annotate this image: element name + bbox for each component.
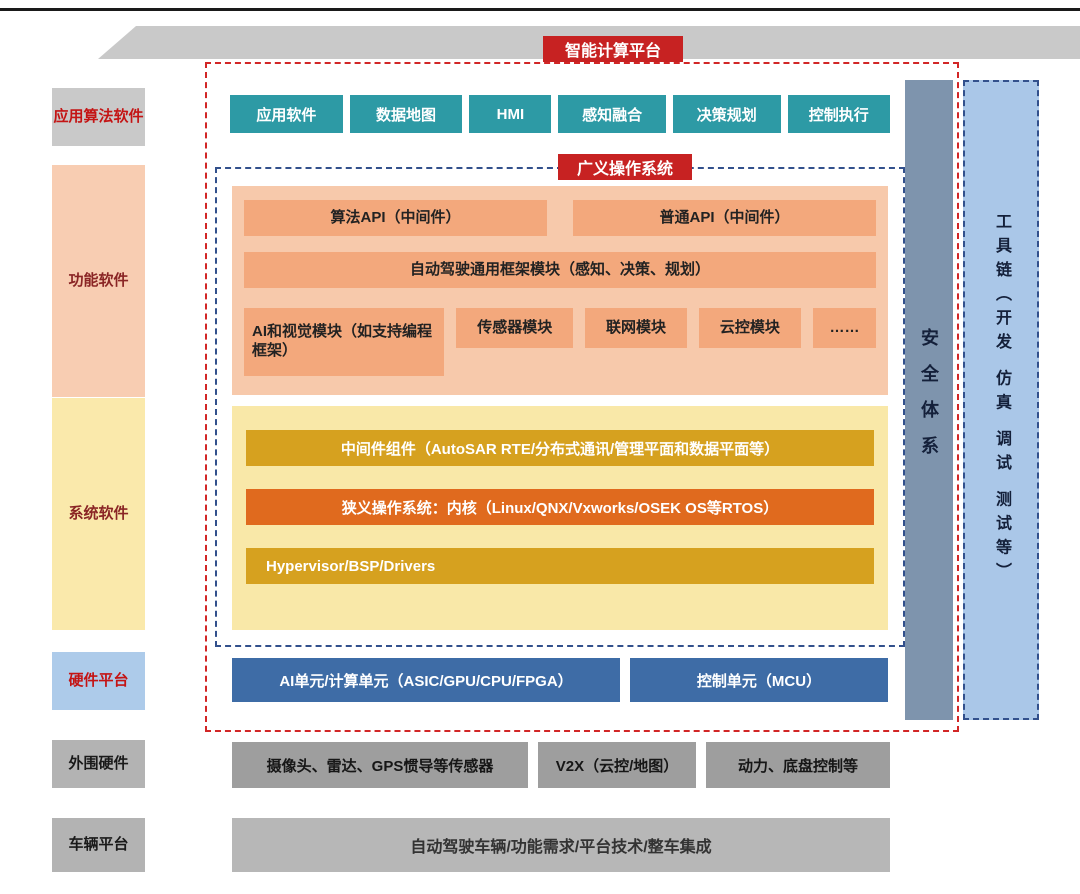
ai-vision-module-box: AI和视觉模块（如支持编程框架） <box>244 308 445 376</box>
middleware-components-bar: 中间件组件（AutoSAR RTE/分布式通讯/管理平面和数据平面等） <box>246 430 874 466</box>
control-execution-box: 控制执行 <box>787 95 890 133</box>
platform-title: 智能计算平台 <box>543 36 683 62</box>
layer-label-functional-software: 功能软件 <box>52 165 145 397</box>
hardware-row: AI单元/计算单元（ASIC/GPU/CPU/FPGA） 控制单元（MCU） <box>232 658 888 702</box>
functional-software-panel: 算法API（中间件） 普通API（中间件） 自动驾驶通用框架模块（感知、决策、规… <box>232 186 888 395</box>
cloud-control-module-box: 云控模块 <box>698 308 801 348</box>
security-system-column: 安全体系 <box>905 80 953 720</box>
application-software-row: 应用软件 数据地图 HMI 感知融合 决策规划 控制执行 <box>230 95 890 133</box>
layer-label-application-algorithm-software: 应用算法软件 <box>52 88 145 146</box>
layer-label-hardware-platform: 硬件平台 <box>52 652 145 710</box>
algorithm-api-box: 算法API（中间件） <box>244 200 547 236</box>
modules-row: AI和视觉模块（如支持编程框架） 传感器模块 联网模块 云控模块 …… <box>244 308 877 376</box>
perception-fusion-box: 感知融合 <box>558 95 666 133</box>
top-rule <box>0 8 1080 11</box>
sensors-box: 摄像头、雷达、GPS惯导等传感器 <box>232 742 528 788</box>
vehicle-platform-box: 自动驾驶车辆/功能需求/平台技术/整车集成 <box>232 818 890 872</box>
layer-label-peripheral-hardware: 外围硬件 <box>52 740 145 788</box>
autonomous-framework-box: 自动驾驶通用框架模块（感知、决策、规划） <box>244 252 876 288</box>
generalized-os-title: 广义操作系统 <box>558 154 692 180</box>
control-unit-mcu-box: 控制单元（MCU） <box>630 658 888 702</box>
power-chassis-box: 动力、底盘控制等 <box>706 742 890 788</box>
sensor-module-box: 传感器模块 <box>456 308 573 348</box>
app-software-box: 应用软件 <box>230 95 343 133</box>
v2x-box: V2X（云控/地图） <box>538 742 696 788</box>
hmi-box: HMI <box>469 95 552 133</box>
more-modules-ellipsis: …… <box>812 308 877 348</box>
network-module-box: 联网模块 <box>585 308 687 348</box>
intelligent-platform-boundary <box>205 62 959 732</box>
system-software-panel: 中间件组件（AutoSAR RTE/分布式通讯/管理平面和数据平面等） 狭义操作… <box>232 406 888 630</box>
toolchain-column: 工具链（开发 仿真 调试 测试等） <box>963 80 1039 720</box>
layer-label-vehicle-platform: 车辆平台 <box>52 818 145 872</box>
layer-label-system-software: 系统软件 <box>52 398 145 630</box>
data-map-box: 数据地图 <box>349 95 463 133</box>
hypervisor-bsp-drivers-bar: Hypervisor/BSP/Drivers <box>246 548 874 584</box>
common-api-box: 普通API（中间件） <box>573 200 876 236</box>
api-row: 算法API（中间件） 普通API（中间件） <box>244 200 876 236</box>
ai-compute-unit-box: AI单元/计算单元（ASIC/GPU/CPU/FPGA） <box>232 658 620 702</box>
kernel-os-bar: 狭义操作系统：内核（Linux/QNX/Vxworks/OSEK OS等RTOS… <box>246 489 874 525</box>
decision-planning-box: 决策规划 <box>672 95 781 133</box>
